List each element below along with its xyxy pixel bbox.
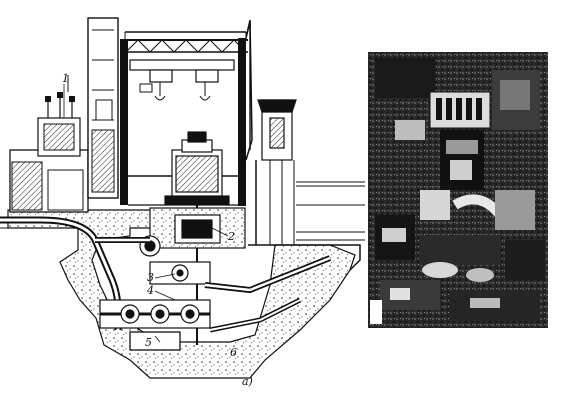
label-1: 1 (62, 72, 69, 85)
bottom-chamber (129, 331, 181, 351)
tailrace-water (296, 181, 365, 241)
generator-unit (164, 131, 230, 345)
label-2: 2 (227, 230, 235, 243)
roof-truss (120, 31, 248, 53)
turbine-unit (139, 207, 246, 257)
overhead-crane (129, 59, 235, 101)
label-6: 6 (230, 346, 237, 359)
label-3: 3 (147, 271, 154, 284)
main-hall-wall-left (120, 40, 128, 205)
photo-panel (368, 52, 548, 328)
powerhouse-section-drawing: 1 2 3 4 5 6 a) (0, 17, 365, 388)
label-4: 4 (146, 284, 154, 297)
tailrace-structure (255, 99, 297, 245)
right-roof-slope (245, 21, 251, 150)
main-hall-wall-right (238, 38, 246, 206)
caption-a: a) (242, 375, 253, 388)
label-5: 5 (145, 336, 152, 349)
lower-valves (99, 261, 211, 329)
